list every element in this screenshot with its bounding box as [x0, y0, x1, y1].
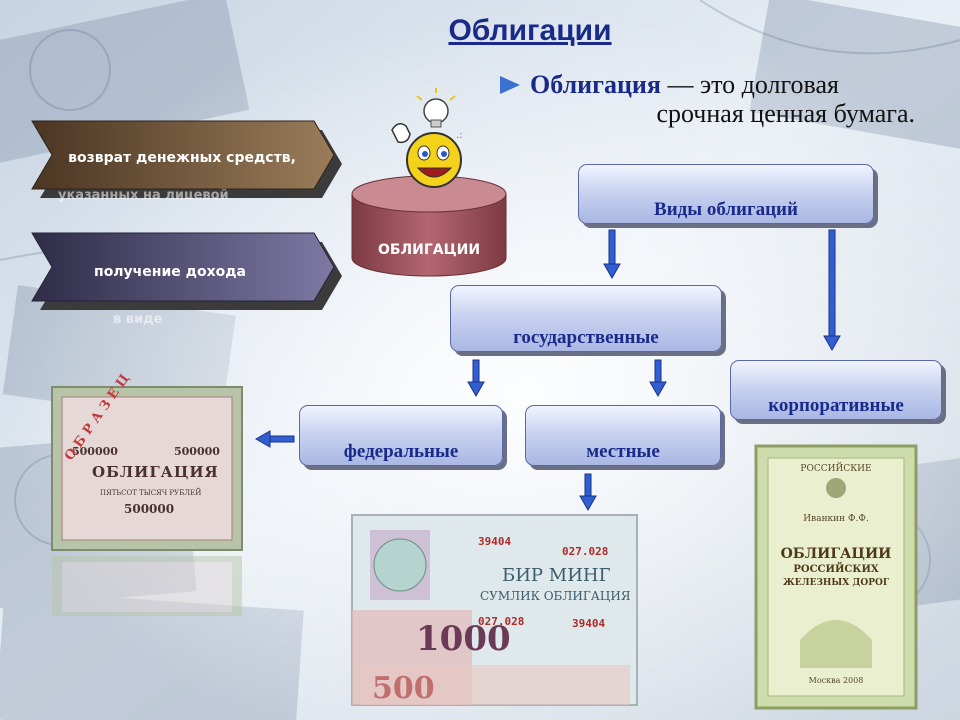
local-serial-3: 027.028: [478, 615, 525, 628]
local-certificate-text: 39404 027.028 БИР МИНГ СУМЛИК ОБЛИГАЦИЯ …: [352, 515, 637, 706]
local-title: БИР МИНГ: [502, 565, 611, 586]
page-title: Облигации: [448, 14, 612, 47]
chevron1-text: возврат денежных средств,: [68, 150, 296, 166]
bonds-cylinder: [351, 175, 507, 277]
federal-amount-2: 500000: [174, 445, 220, 458]
definition-term: Облигация: [530, 70, 661, 99]
definition-line2: срочная ценная бумага.: [656, 99, 915, 128]
chevron1-ghost-text: указанных на лицевой: [58, 188, 229, 203]
box-federal: федеральные: [299, 405, 503, 466]
corporate-city: Москва 2008: [808, 676, 864, 685]
federal-sum-text: ПЯТЬСОТ ТЫСЯЧ РУБЛЕЙ: [100, 489, 202, 497]
corporate-main-2: РОССИЙСКИХ: [793, 564, 879, 575]
federal-amount-1: 500000: [72, 445, 118, 458]
box-bond-types-label: Виды облигаций: [654, 199, 798, 220]
box-local-label: местные: [586, 441, 660, 462]
corporate-main-1: ОБЛИГАЦИИ: [780, 546, 892, 562]
box-government-label: государственные: [513, 327, 659, 348]
corporate-top: РОССИЙСКИЕ: [800, 464, 872, 474]
local-serial-4: 39404: [572, 617, 606, 630]
cylinder-label: ОБЛИГАЦИИ: [377, 242, 481, 258]
box-government: государственные: [450, 285, 722, 352]
definition-text: Облигация — это долговая срочная ценная …: [500, 70, 940, 128]
box-federal-label: федеральные: [343, 441, 459, 462]
box-corporate: корпоративные: [730, 360, 942, 420]
federal-bond-certificate: [51, 386, 243, 616]
chevron2-ghost-text: в виде: [113, 312, 163, 327]
federal-amount-3: 500000: [124, 502, 175, 516]
definition-rest: — это долговая: [660, 70, 839, 99]
federal-name: ОБЛИГАЦИЯ: [92, 463, 219, 481]
chevron-income: [31, 232, 342, 310]
local-subtitle: СУМЛИК ОБЛИГАЦИЯ: [480, 589, 631, 603]
corporate-main-3: ЖЕЛЕЗНЫХ ДОРОГ: [782, 578, 890, 588]
local-bond-certificate: [351, 514, 638, 706]
chevron-return-funds: [31, 120, 342, 198]
local-serial-2: 027.028: [562, 545, 609, 558]
local-serial-1: 39404: [478, 535, 512, 548]
corporate-name-line: Иванкин Ф.Ф.: [803, 514, 869, 524]
box-local: местные: [525, 405, 721, 466]
svg-text:.:: .:: [456, 130, 463, 141]
local-denomination-2: 500: [372, 671, 435, 706]
local-denomination: 1000: [416, 619, 511, 659]
chevron2-text: получение дохода: [94, 264, 246, 280]
federal-certificate-text: 500000 500000 ОБЛИГАЦИЯ ПЯТЬСОТ ТЫСЯЧ РУ…: [62, 372, 232, 540]
box-corporate-label: корпоративные: [768, 395, 904, 416]
connector-arrows: [254, 229, 841, 512]
corporate-bond-certificate: [754, 444, 918, 710]
box-bond-types: Виды облигаций: [578, 164, 874, 224]
smiley-lightbulb-icon: .:: [391, 88, 463, 188]
corporate-certificate-text: РОССИЙСКИЕ Иванкин Ф.Ф. ОБЛИГАЦИИ РОССИЙ…: [768, 458, 904, 696]
bullet-arrow-icon: [500, 76, 520, 94]
